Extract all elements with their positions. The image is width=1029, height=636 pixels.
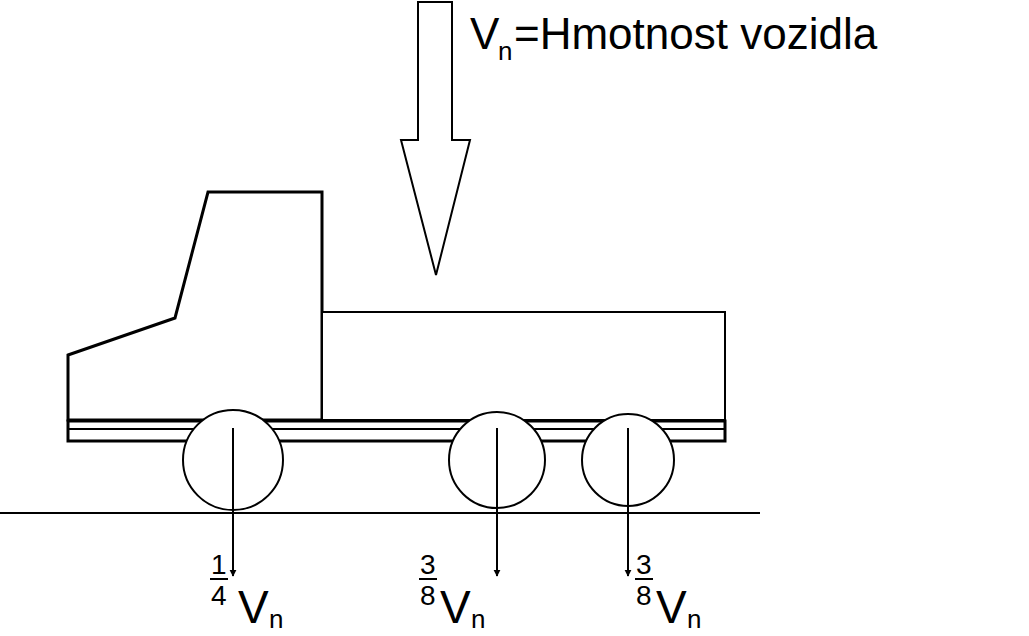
weight-symbol: V [656,584,687,630]
axle-load-arrow [496,428,498,576]
fraction-numerator: 1 [211,551,227,579]
fraction-numerator: 3 [636,551,652,579]
subscript: n [498,38,512,64]
weight-symbol: V [238,584,269,630]
fraction-denominator: 4 [211,582,227,610]
truck-cab [68,192,322,420]
fraction-numerator: 3 [420,551,436,579]
cargo-box [322,312,725,420]
load-arrow [401,2,470,275]
subscript: n [687,606,701,632]
subscript: n [471,606,485,632]
weight-symbol: V [440,584,471,630]
subscript: n [269,606,283,632]
vehicle-weight-symbol: V [470,12,499,56]
vehicle-weight-label: =Hmotnost vozidla [514,12,877,56]
axle-load-arrow [232,428,234,576]
fraction-denominator: 8 [636,582,652,610]
fraction-denominator: 8 [420,582,436,610]
ground-line [0,512,760,514]
axle-load-arrow [627,428,629,576]
